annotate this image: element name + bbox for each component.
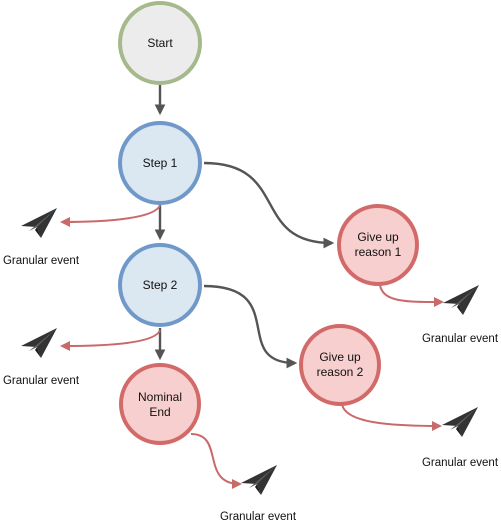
edge-step2-to-give-up-2 <box>203 284 298 369</box>
event-edge-give-up-2 <box>341 403 442 431</box>
node-start-label: Start <box>147 36 173 50</box>
node-step2: Step 2 <box>118 243 202 327</box>
main-edges <box>154 83 335 369</box>
node-step2-circle <box>118 243 202 327</box>
granular-event-label: Granular event <box>422 457 499 469</box>
granular-event-4: Granular event <box>422 407 499 469</box>
node-step1-label: Step 1 <box>143 156 178 170</box>
event-edge-step1 <box>60 204 161 227</box>
granular-event-2: Granular event <box>3 328 80 387</box>
event-edge-nominal-end <box>190 433 242 489</box>
node-nominal-end-circle <box>119 363 201 445</box>
node-give-up-2: Give up reason 2 <box>299 324 381 406</box>
node-give-up-1-label-line1: Give up <box>357 230 399 244</box>
paper-plane-icon <box>21 328 57 358</box>
node-nominal-end-label-line2: End <box>149 405 170 419</box>
paper-plane-icon <box>443 285 479 315</box>
event-edges <box>60 204 444 489</box>
granular-event-3: Granular event <box>422 285 499 345</box>
node-give-up-1-label-line2: reason 1 <box>355 245 402 259</box>
granular-event-5: Granular event <box>220 465 297 523</box>
granular-event-1: Granular event <box>3 208 80 267</box>
node-step1: Step 1 <box>118 121 202 205</box>
paper-plane-icon <box>21 208 57 238</box>
node-nominal-end: Nominal End <box>119 363 201 445</box>
node-give-up-2-circle <box>299 324 381 406</box>
node-step1-circle <box>118 121 202 205</box>
event-edge-step2 <box>60 329 161 351</box>
paper-plane-icon <box>442 407 478 437</box>
edge-step1-to-give-up-1 <box>203 161 335 249</box>
node-give-up-2-label-line1: Give up <box>319 350 361 364</box>
granular-event-label: Granular event <box>220 511 297 523</box>
granular-event-label: Granular event <box>422 333 499 345</box>
node-give-up-2-label-line2: reason 2 <box>317 365 364 379</box>
event-edge-give-up-1 <box>379 284 444 307</box>
node-start-circle <box>118 1 202 85</box>
granular-event-label: Granular event <box>3 255 80 267</box>
node-give-up-1-circle <box>337 204 419 286</box>
paper-plane-icon <box>241 465 277 495</box>
node-give-up-1: Give up reason 1 <box>337 204 419 286</box>
granular-event-label: Granular event <box>3 375 80 387</box>
node-start: Start <box>118 1 202 85</box>
node-nominal-end-label-line1: Nominal <box>138 390 182 404</box>
node-step2-label: Step 2 <box>143 278 178 292</box>
